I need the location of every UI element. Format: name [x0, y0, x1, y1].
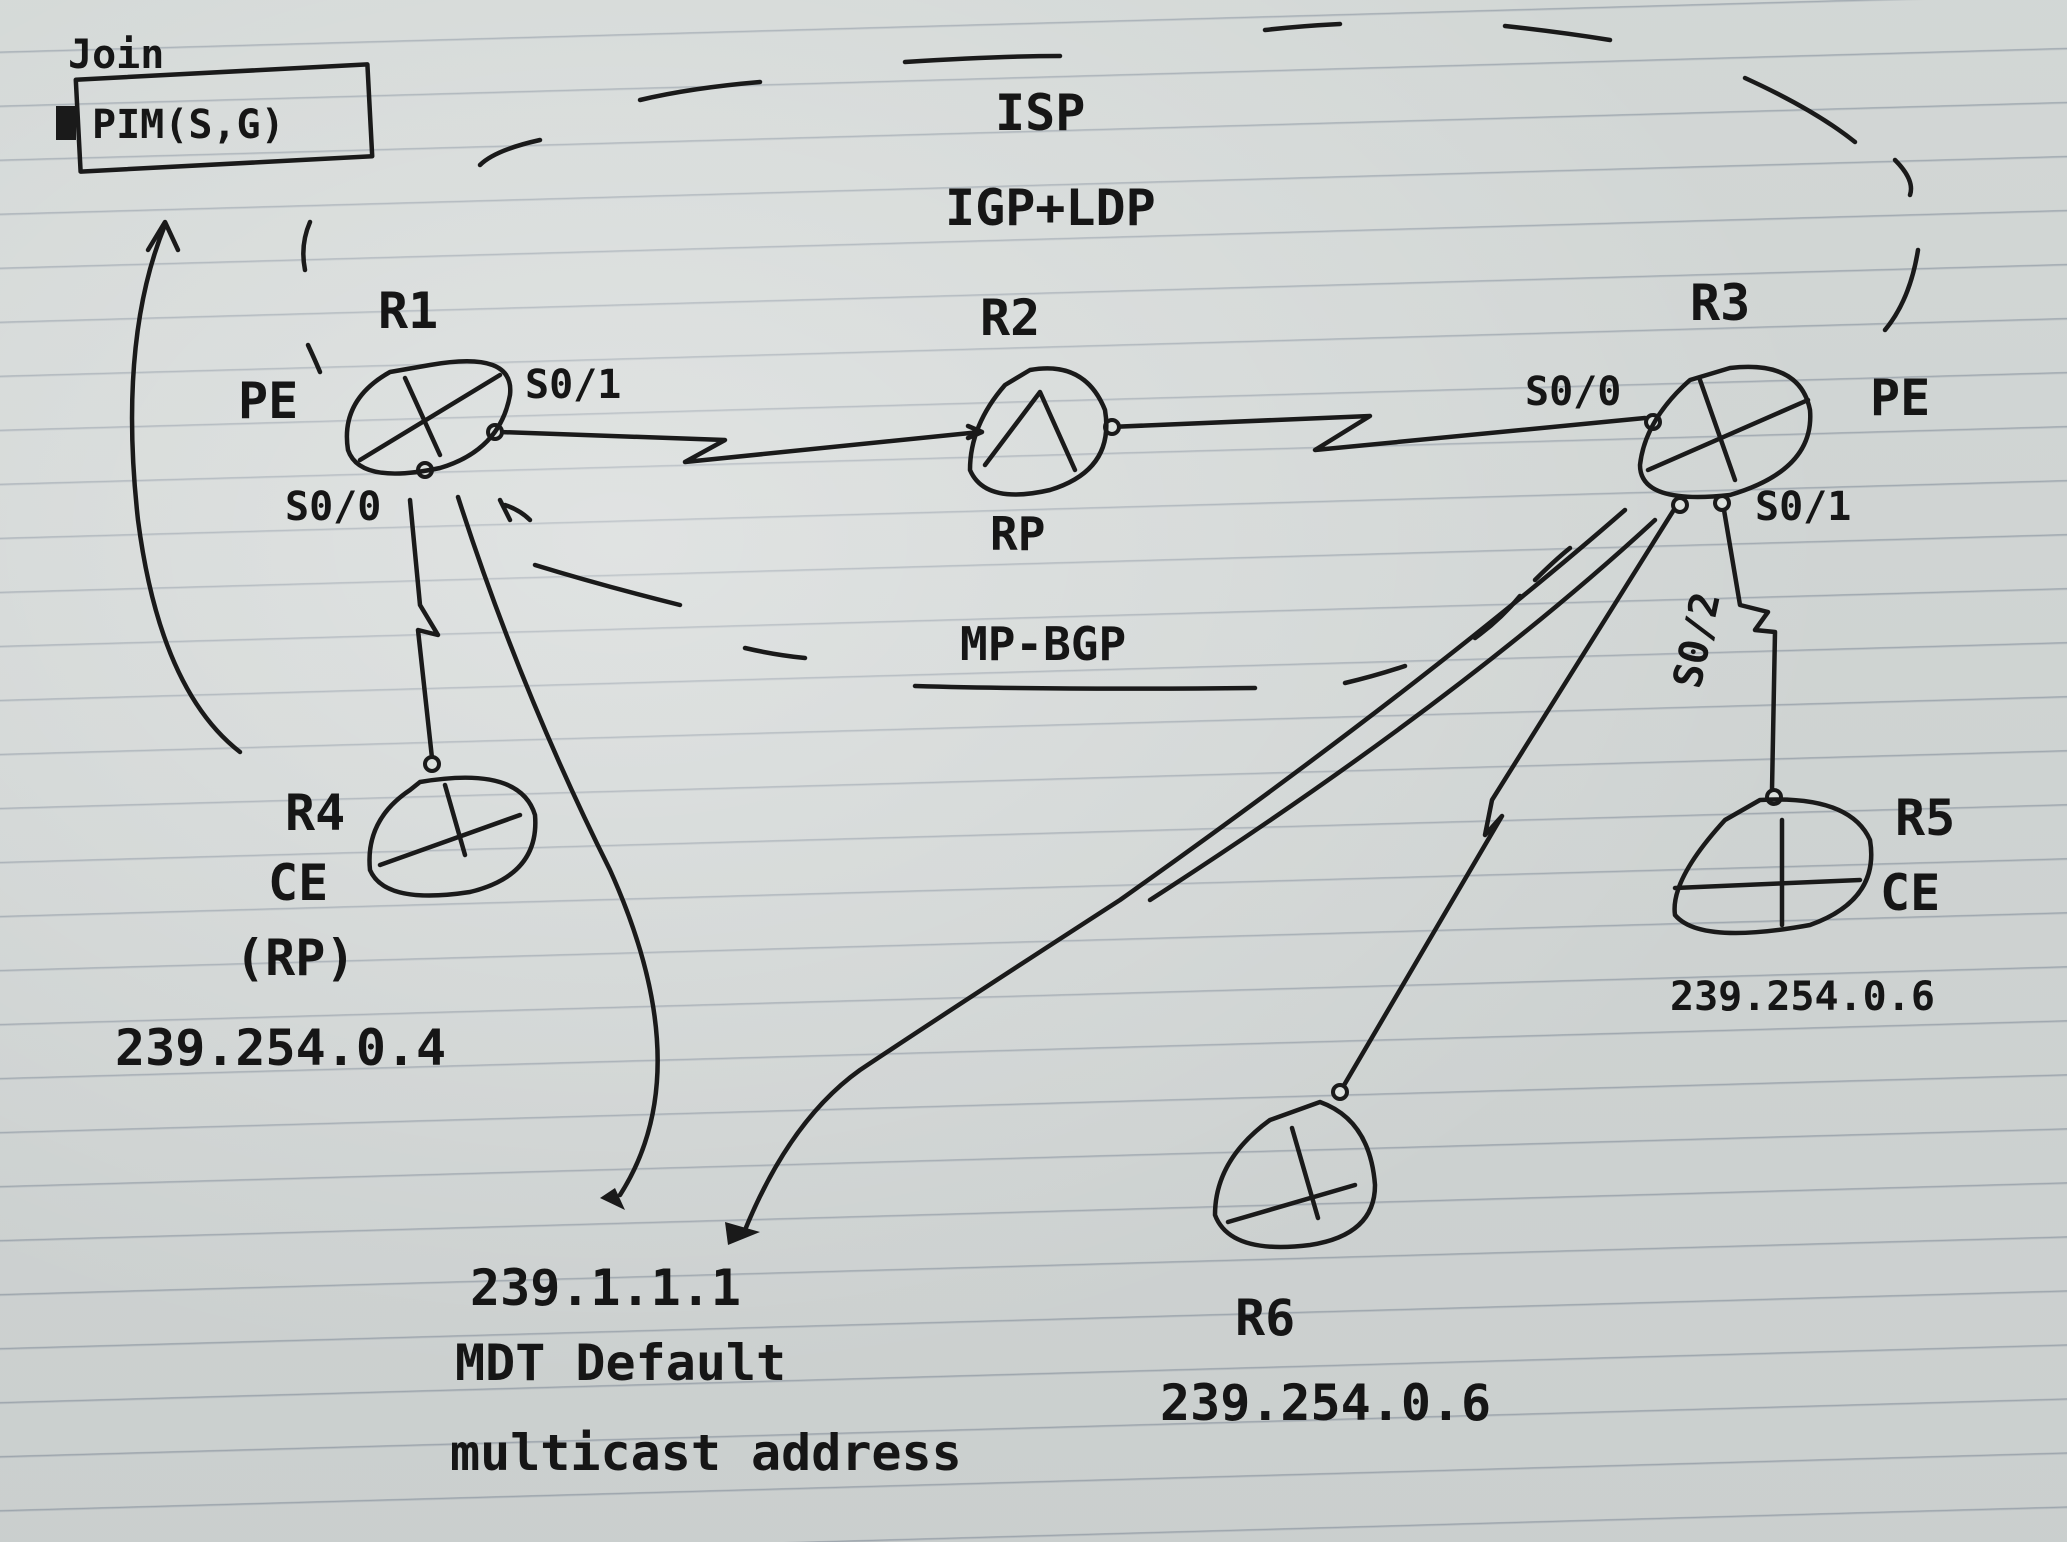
join-caption: Join [68, 32, 164, 78]
mdt-address: 239.1.1.1 [470, 1259, 741, 1317]
r4-address: 239.254.0.4 [115, 1019, 446, 1077]
r1-intf-s00: S0/0 [285, 484, 381, 530]
r3-intf-s00: S0/0 [1525, 369, 1621, 415]
r4-role: CE [268, 854, 328, 912]
router-r2 [967, 366, 1109, 497]
router-r4 [367, 775, 538, 898]
box-marker-icon [56, 106, 76, 140]
r3-name: R3 [1690, 274, 1750, 332]
r6-name: R6 [1235, 1289, 1295, 1347]
link-r2-r3 [1103, 413, 1662, 453]
r3-role: PE [1870, 369, 1930, 427]
isp-cloud-boundary [301, 21, 1921, 691]
join-pim-box: Join PIM(S,G) [56, 32, 375, 174]
isp-title: ISP [995, 84, 1085, 142]
router-r1 [344, 359, 513, 476]
r5-role: CE [1880, 864, 1940, 922]
r1-name: R1 [378, 282, 438, 340]
r1-role: PE [238, 372, 298, 430]
router-r3 [1637, 364, 1813, 500]
mdt-line2: multicast address [450, 1424, 962, 1482]
mp-bgp-label: MP-BGP [960, 617, 1126, 671]
link-r1-r2 [486, 423, 985, 465]
mdt-arrow-from-r1 [455, 494, 660, 1210]
r4-role2: (RP) [235, 929, 355, 987]
link-r3-r5 [1713, 494, 1783, 806]
join-text: PIM(S,G) [92, 102, 285, 148]
link-r1-r4 [407, 461, 441, 773]
r3-intf-s01: S0/1 [1755, 484, 1851, 530]
r4-name: R4 [285, 784, 345, 842]
r3-intf-s02: S0/2 [1665, 588, 1730, 692]
link-r3-r6 [1331, 496, 1689, 1101]
r1-intf-s01: S0/1 [525, 362, 621, 408]
mdt-line1: MDT Default [455, 1334, 786, 1392]
isp-subtitle: IGP+LDP [945, 179, 1156, 237]
mdt-arrow-from-r3 [725, 507, 1658, 1245]
r5-name: R5 [1895, 789, 1955, 847]
r2-name: R2 [980, 289, 1040, 347]
join-arrow [129, 219, 243, 755]
r5-address: 239.254.0.6 [1670, 974, 1935, 1020]
router-r6 [1212, 1099, 1378, 1250]
r2-role: RP [990, 507, 1045, 561]
r6-address: 239.254.0.6 [1160, 1374, 1491, 1432]
router-r5 [1672, 797, 1874, 936]
